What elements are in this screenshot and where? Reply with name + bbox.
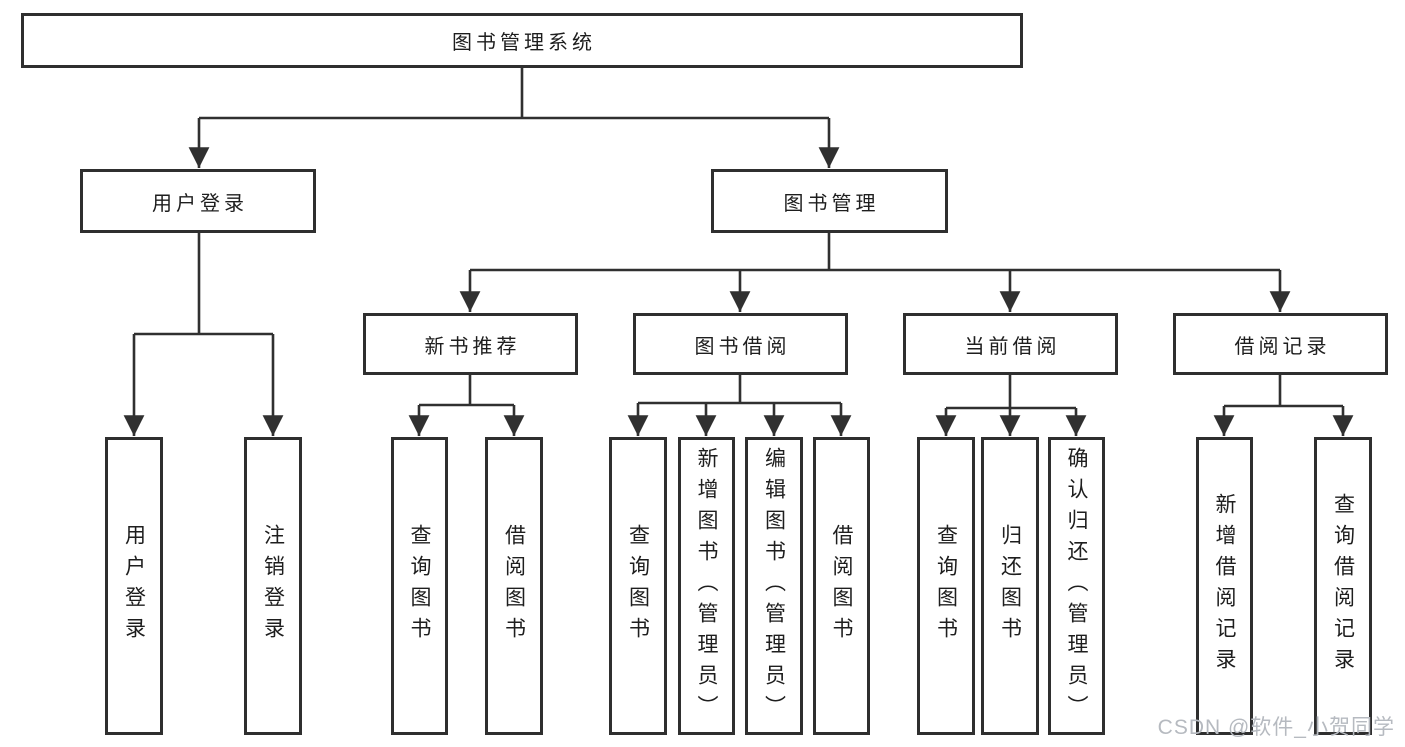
leaf-label: 借阅图书 [830, 524, 853, 648]
node-book-borrow: 图书借阅 [633, 313, 848, 375]
leaf-label: 借阅图书 [502, 524, 526, 648]
leaf-add-borrow-record: 新增借阅记录 [1196, 437, 1253, 735]
leaf-logout: 注销登录 [244, 437, 302, 735]
leaf-label: 注销登录 [261, 524, 285, 648]
leaf-return-books: 归还图书 [981, 437, 1039, 735]
node-label: 新书推荐 [424, 335, 521, 358]
csdn-watermark: CSDN @软件_小贺同学 [1157, 716, 1395, 739]
node-root-label: 图书管理系统 [452, 32, 596, 54]
leaf-label: 查询图书 [934, 524, 958, 648]
leaf-label: 查询图书 [626, 524, 650, 648]
leaf-edit-book-admin: 编辑图书（管理员） [745, 437, 803, 735]
leaf-label: 编辑图书（管理员） [762, 446, 786, 726]
leaf-label: 新增图书（管理员） [695, 446, 718, 726]
node-book-management: 图书管理 [711, 169, 948, 233]
node-new-book-recommend: 新书推荐 [363, 313, 578, 375]
leaf-query-books-2: 查询图书 [609, 437, 667, 735]
node-user-login: 用户登录 [80, 169, 316, 233]
leaf-label: 归还图书 [998, 524, 1022, 648]
leaf-add-book-admin: 新增图书（管理员） [678, 437, 735, 735]
node-root: 图书管理系统 [21, 13, 1023, 68]
branch-rails [134, 68, 1343, 410]
leaf-label: 新增借阅记录 [1213, 493, 1236, 679]
node-label: 借阅记录 [1234, 335, 1331, 358]
leaf-label: 用户登录 [122, 524, 146, 648]
leaf-query-borrow-record: 查询借阅记录 [1314, 437, 1372, 735]
node-label: 当前借阅 [964, 335, 1061, 358]
leaf-label: 查询借阅记录 [1331, 493, 1355, 679]
leaf-query-books-1: 查询图书 [391, 437, 448, 735]
leaf-user-login: 用户登录 [105, 437, 163, 735]
leaf-query-books-3: 查询图书 [917, 437, 975, 735]
node-borrow-records: 借阅记录 [1173, 313, 1388, 375]
node-current-borrow: 当前借阅 [903, 313, 1118, 375]
leaf-label: 确认归还（管理员） [1065, 446, 1088, 726]
node-label: 用户登录 [152, 192, 248, 215]
leaf-borrow-books-1: 借阅图书 [485, 437, 543, 735]
leaf-borrow-books-2: 借阅图书 [813, 437, 870, 735]
node-label: 图书借阅 [694, 335, 791, 358]
node-label: 图书管理 [783, 192, 880, 215]
leaf-label: 查询图书 [408, 524, 431, 648]
leaf-confirm-return-admin: 确认归还（管理员） [1048, 437, 1105, 735]
